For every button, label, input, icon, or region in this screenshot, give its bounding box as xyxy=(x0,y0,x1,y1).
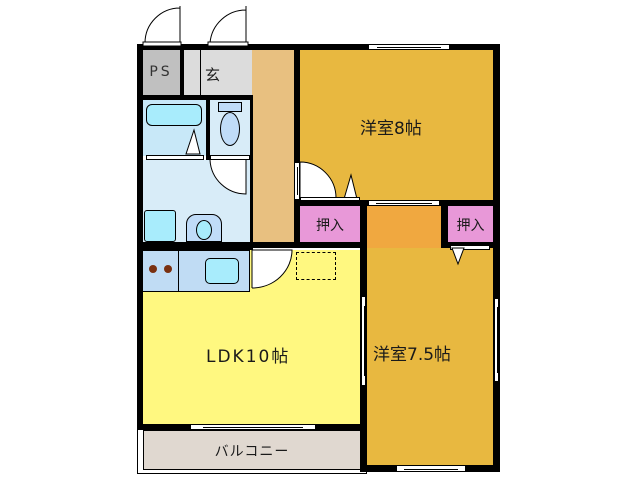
western-room-8: 洋室8帖 xyxy=(300,50,493,200)
wall-ps-right xyxy=(180,44,184,100)
window-room75-right xyxy=(494,298,499,382)
washing-machine-icon xyxy=(144,210,176,242)
window-room8-bottom xyxy=(368,200,440,206)
wash-basin-bowl-icon xyxy=(196,220,212,240)
door-ldk-swing-icon xyxy=(251,249,293,289)
toilet-bowl-icon xyxy=(220,112,240,146)
wall-right xyxy=(493,44,500,472)
storage-hall xyxy=(367,206,441,248)
door-ps-swing-icon xyxy=(142,6,182,47)
closet-2-label: 押入 xyxy=(456,218,485,234)
bathtub-icon xyxy=(146,104,202,126)
entrance: 玄 xyxy=(200,50,252,96)
western-room-7-5-label: 洋室7.5帖 xyxy=(373,345,452,365)
door-closet2-triangle-icon xyxy=(451,247,465,266)
closet2-door-frame xyxy=(450,245,490,250)
balcony: バルコニー xyxy=(143,430,361,470)
ldk-fill: LDK10帖 xyxy=(142,292,360,424)
stove-burner-icon xyxy=(164,265,172,273)
door-washroom-swing-icon xyxy=(209,159,247,195)
bath-door-frame xyxy=(146,155,204,160)
closet-1: 押入 xyxy=(300,206,360,242)
ps-room: PS xyxy=(142,50,180,96)
ldk-label: LDK10帖 xyxy=(206,347,291,367)
corridor xyxy=(252,50,294,242)
toilet-tank-icon xyxy=(218,102,242,112)
wall-closet1-left xyxy=(294,200,300,248)
western-room-7-5: 洋室7.5帖 xyxy=(367,248,493,465)
wall-left xyxy=(137,44,143,430)
wall-closet2-left xyxy=(441,200,448,248)
wall-toilet-right xyxy=(250,95,253,245)
room8-door-frame xyxy=(300,197,360,201)
sink-icon xyxy=(205,258,239,284)
door-room8-swing-icon xyxy=(299,161,337,199)
balcony-label: バルコニー xyxy=(214,444,290,460)
kitchen-divider xyxy=(178,250,179,292)
toilet-door-frame xyxy=(210,155,250,160)
wall-corridor-bottom xyxy=(250,242,367,248)
closet-1-label: 押入 xyxy=(316,218,344,234)
wall-entry-bottom xyxy=(137,95,252,100)
window-ldk-bottom xyxy=(190,424,316,430)
entrance-label: 玄 xyxy=(205,66,221,84)
closet-2: 押入 xyxy=(448,206,493,242)
wall-wash-bottom xyxy=(137,242,253,250)
wall-corridor-right xyxy=(294,44,300,162)
window-ldk-room75 xyxy=(361,296,366,386)
refrigerator-space xyxy=(296,252,336,280)
wall-top-left xyxy=(137,44,500,50)
door-bath-triangle-icon xyxy=(185,128,201,155)
door-entrance-swing-icon xyxy=(207,6,249,47)
western-room-8-label: 洋室8帖 xyxy=(360,119,422,139)
wall-bath-toilet xyxy=(206,100,210,160)
ps-label: PS xyxy=(149,64,173,80)
entrance-step xyxy=(184,50,200,96)
window-room75-bottom xyxy=(396,465,466,472)
window-room8-top xyxy=(368,44,450,50)
stove-burner-icon xyxy=(149,265,157,273)
